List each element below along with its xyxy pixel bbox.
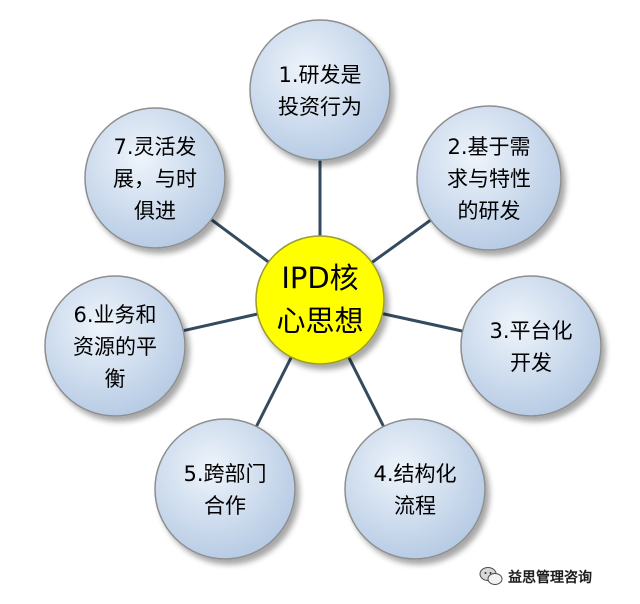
center-node: IPD核 心思想 bbox=[255, 235, 385, 365]
node-6-label-line-2: 资源的平 bbox=[73, 335, 157, 359]
node-3-label-line-1: 3.平台化 bbox=[489, 319, 572, 343]
center-label-line-2: 心思想 bbox=[276, 304, 363, 338]
node-2-label-line-2: 求与特性 bbox=[447, 167, 531, 191]
outer-nodes: 1.研发是投资行为2.基于需求与特性的研发3.平台化开发4.结构化流程5.跨部门… bbox=[44, 19, 602, 560]
node-6-label-line-3: 衡 bbox=[105, 367, 126, 391]
node-7-label-line-2: 展，与时 bbox=[113, 167, 197, 191]
connector-line-6 bbox=[182, 312, 258, 333]
connector-line-3 bbox=[382, 312, 463, 333]
node-6-circle bbox=[44, 275, 186, 417]
node-4-label-line-1: 4.结构化 bbox=[373, 462, 456, 486]
connector-line-2 bbox=[371, 218, 432, 264]
node-3-circle bbox=[460, 275, 602, 417]
node-7-circle bbox=[84, 107, 226, 249]
connector-line-7 bbox=[210, 218, 270, 264]
wechat-icon bbox=[479, 567, 503, 585]
node-5-label-line-2: 合作 bbox=[204, 494, 246, 518]
node-7-label-line-3: 俱进 bbox=[134, 199, 176, 223]
center-circle bbox=[255, 235, 385, 365]
node-5-circle bbox=[154, 418, 296, 560]
node-1-circle bbox=[249, 19, 391, 161]
node-2-label-line-1: 2.基于需 bbox=[447, 135, 530, 159]
watermark: 益思管理咨询 bbox=[479, 567, 592, 586]
node-3-label-line-2: 开发 bbox=[510, 351, 552, 375]
node-1-label-line-1: 1.研发是 bbox=[278, 63, 361, 87]
center-label-line-1: IPD核 bbox=[281, 261, 358, 295]
node-1-label-line-2: 投资行为 bbox=[278, 95, 362, 119]
node-7-label-line-1: 7.灵活发 bbox=[113, 135, 196, 159]
connector-lines bbox=[182, 160, 463, 428]
node-5-label-line-1: 5.跨部门 bbox=[183, 462, 266, 486]
node-4-label-line-2: 流程 bbox=[394, 494, 436, 518]
node-4-circle bbox=[344, 418, 486, 560]
connector-line-4 bbox=[347, 356, 385, 428]
connector-line-5 bbox=[255, 356, 293, 428]
node-2-circle bbox=[416, 105, 562, 251]
node-6-label-line-1: 6.业务和 bbox=[73, 303, 156, 327]
node-2-label-line-3: 的研发 bbox=[458, 199, 521, 223]
watermark-text: 益思管理咨询 bbox=[508, 569, 592, 586]
